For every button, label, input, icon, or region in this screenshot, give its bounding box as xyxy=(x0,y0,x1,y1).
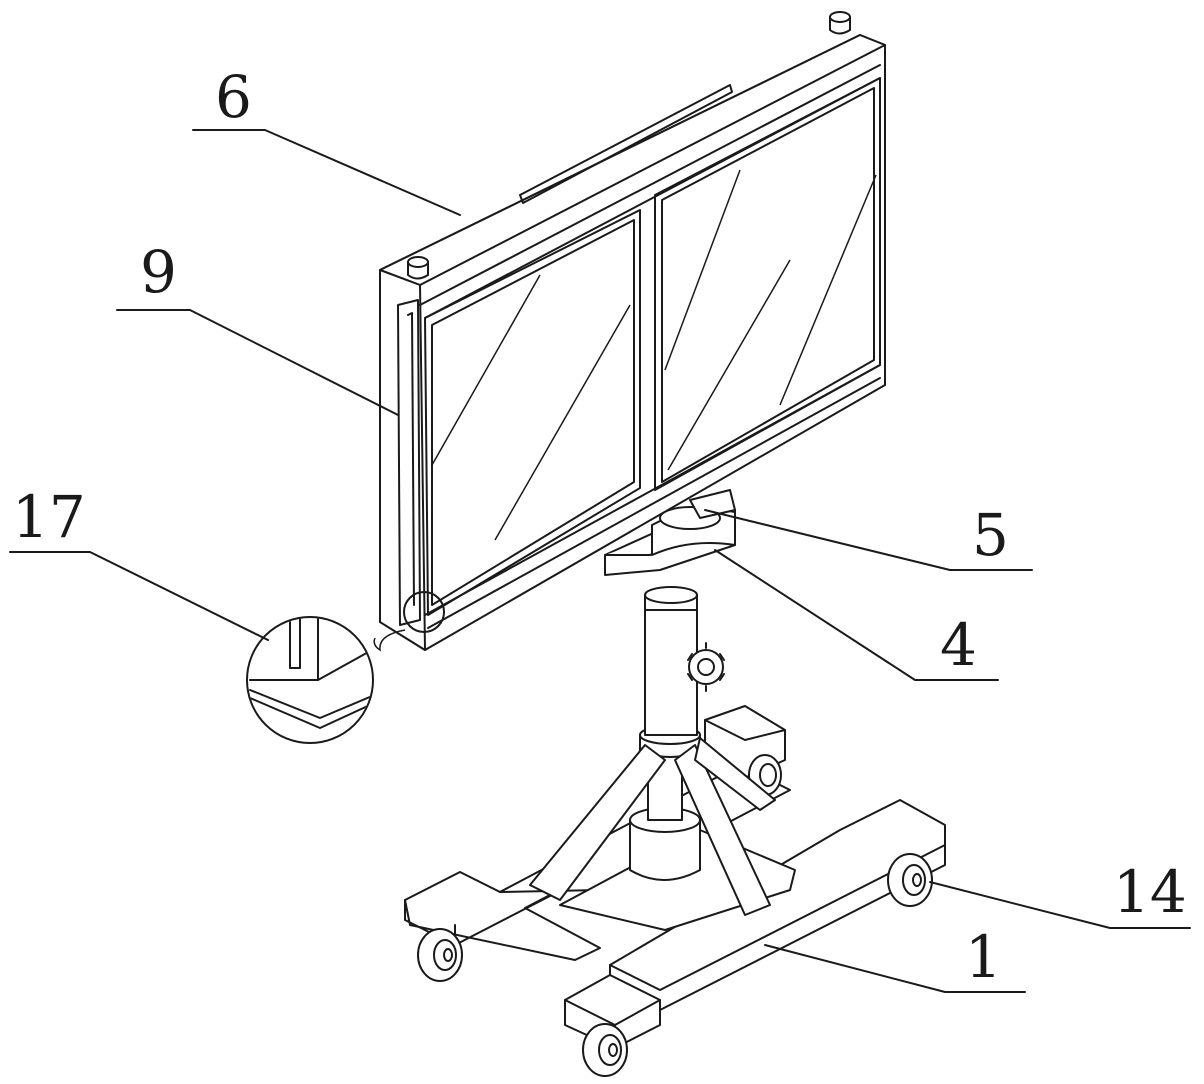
detail-magnifier-17 xyxy=(246,616,406,744)
caster-wheels xyxy=(417,754,933,1077)
display-board xyxy=(379,11,886,651)
detail-marker-circle xyxy=(403,591,445,633)
leader-5 xyxy=(704,509,1033,571)
rotating-head-block xyxy=(604,489,736,576)
wheel-back-right xyxy=(887,853,933,907)
leader-1 xyxy=(764,944,1026,993)
locking-knob xyxy=(687,642,725,692)
leader-lines xyxy=(9,129,1191,993)
top-knob-right xyxy=(829,11,851,35)
leader-9 xyxy=(116,309,399,416)
top-knob-left xyxy=(407,256,429,280)
lifting-column xyxy=(629,586,701,881)
callout-1: 1 xyxy=(965,923,1002,991)
leader-6 xyxy=(192,129,461,216)
callout-labels: 6 9 17 5 4 14 1 xyxy=(12,63,1187,991)
wheel-front-right xyxy=(582,1023,628,1077)
callout-4: 4 xyxy=(940,611,977,679)
callout-6: 6 xyxy=(215,63,252,131)
leader-14 xyxy=(929,881,1191,929)
callout-14: 14 xyxy=(1113,858,1187,926)
tripod-legs xyxy=(529,737,776,916)
callout-9: 9 xyxy=(140,238,177,306)
leader-17 xyxy=(9,551,269,641)
callout-5: 5 xyxy=(972,501,1009,569)
callout-17: 17 xyxy=(12,483,86,551)
wheel-front-left xyxy=(417,928,463,982)
leader-4 xyxy=(714,549,999,681)
